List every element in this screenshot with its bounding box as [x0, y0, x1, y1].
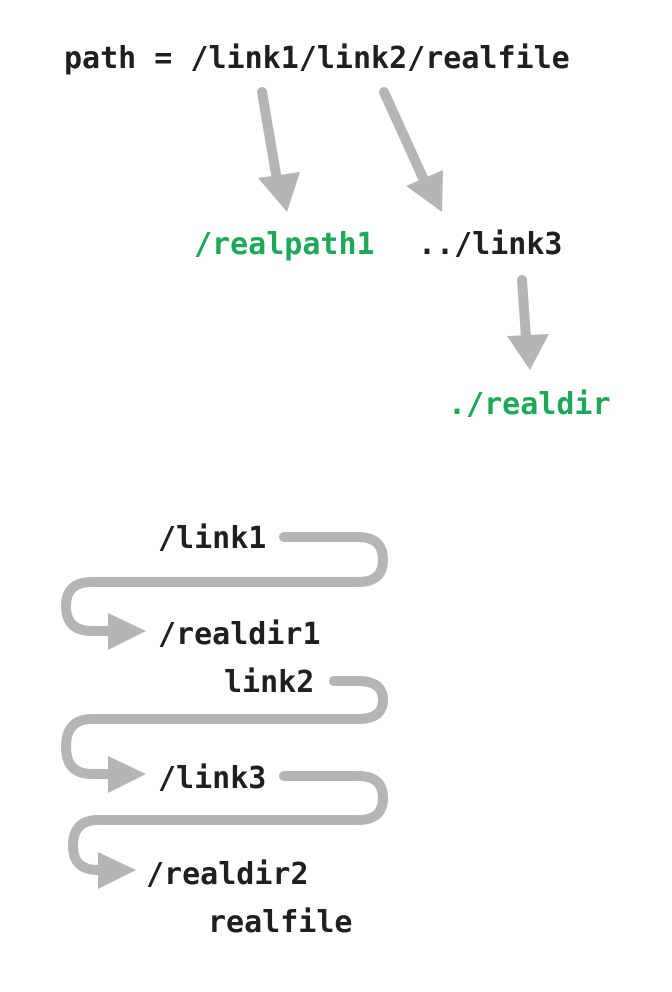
- step-realdir1: /realdir1: [158, 617, 321, 652]
- arrow-down-icon: [257, 87, 300, 212]
- arrow-down-icon: [379, 87, 443, 212]
- loop-arrow-icon: [61, 532, 388, 650]
- loop-arrow-icon: [68, 771, 388, 889]
- resolved-path-1: /realpath1: [194, 227, 375, 262]
- step-link1: /link1: [158, 521, 266, 556]
- resolved-path-2: ./realdir: [448, 387, 611, 422]
- step-link3: /link3: [158, 761, 266, 796]
- step-realdir2: /realdir2: [146, 857, 309, 892]
- path-line: path = /link1/link2/realfile: [64, 41, 570, 76]
- step-realfile: realfile: [208, 905, 353, 940]
- step-link2: link2: [224, 665, 314, 700]
- loop-arrow-icon: [61, 676, 388, 793]
- link-target: ../link3: [418, 227, 563, 262]
- arrow-down-icon: [507, 275, 549, 370]
